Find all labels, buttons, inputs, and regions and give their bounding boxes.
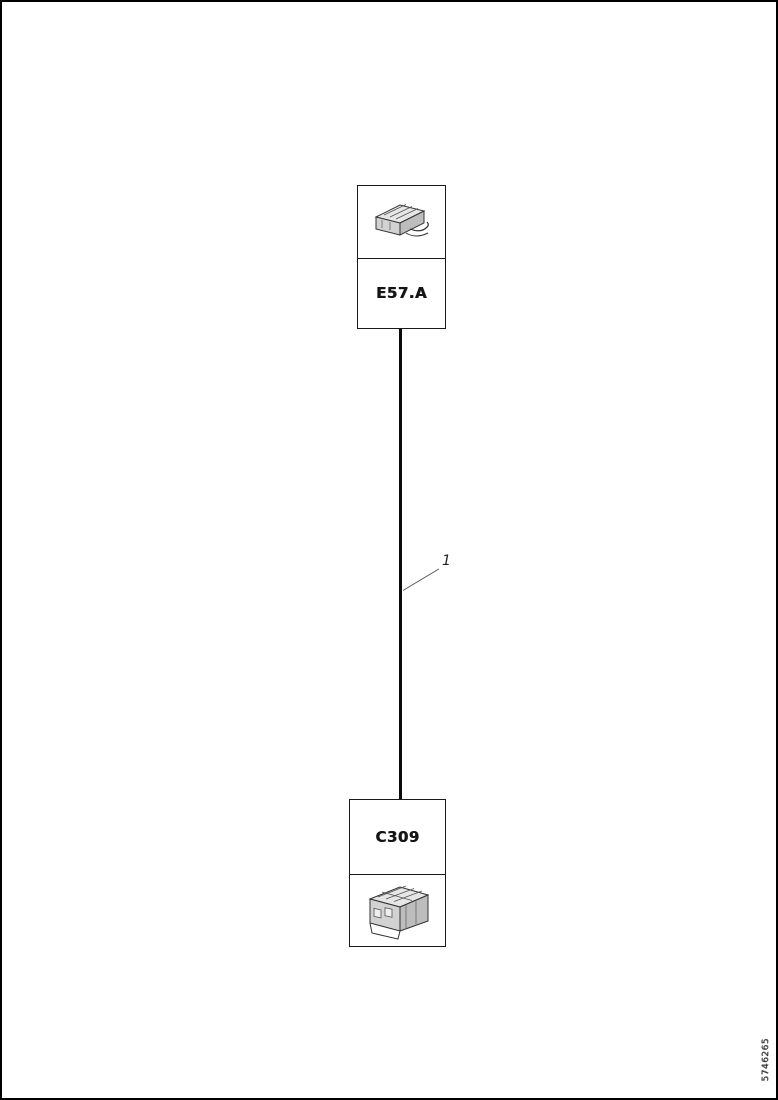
top-connector-box: E57.A <box>357 185 446 329</box>
bottom-connector-label: C309 <box>375 828 420 846</box>
callout-number: 1 <box>442 553 451 569</box>
bottom-connector-illustration-cell <box>350 874 445 944</box>
callout-leader-line <box>402 568 440 591</box>
drawing-number: 5746265 <box>761 1038 771 1082</box>
connector-e57a-icon <box>366 195 438 249</box>
bottom-connector-label-cell: C309 <box>350 800 445 874</box>
top-connector-label: E57.A <box>376 284 427 302</box>
wire-line <box>399 329 402 800</box>
bottom-connector-box: C309 <box>349 799 446 947</box>
connector-c309-icon <box>358 879 438 941</box>
top-connector-label-cell: E57.A <box>358 258 445 327</box>
top-connector-illustration-cell <box>358 186 445 258</box>
